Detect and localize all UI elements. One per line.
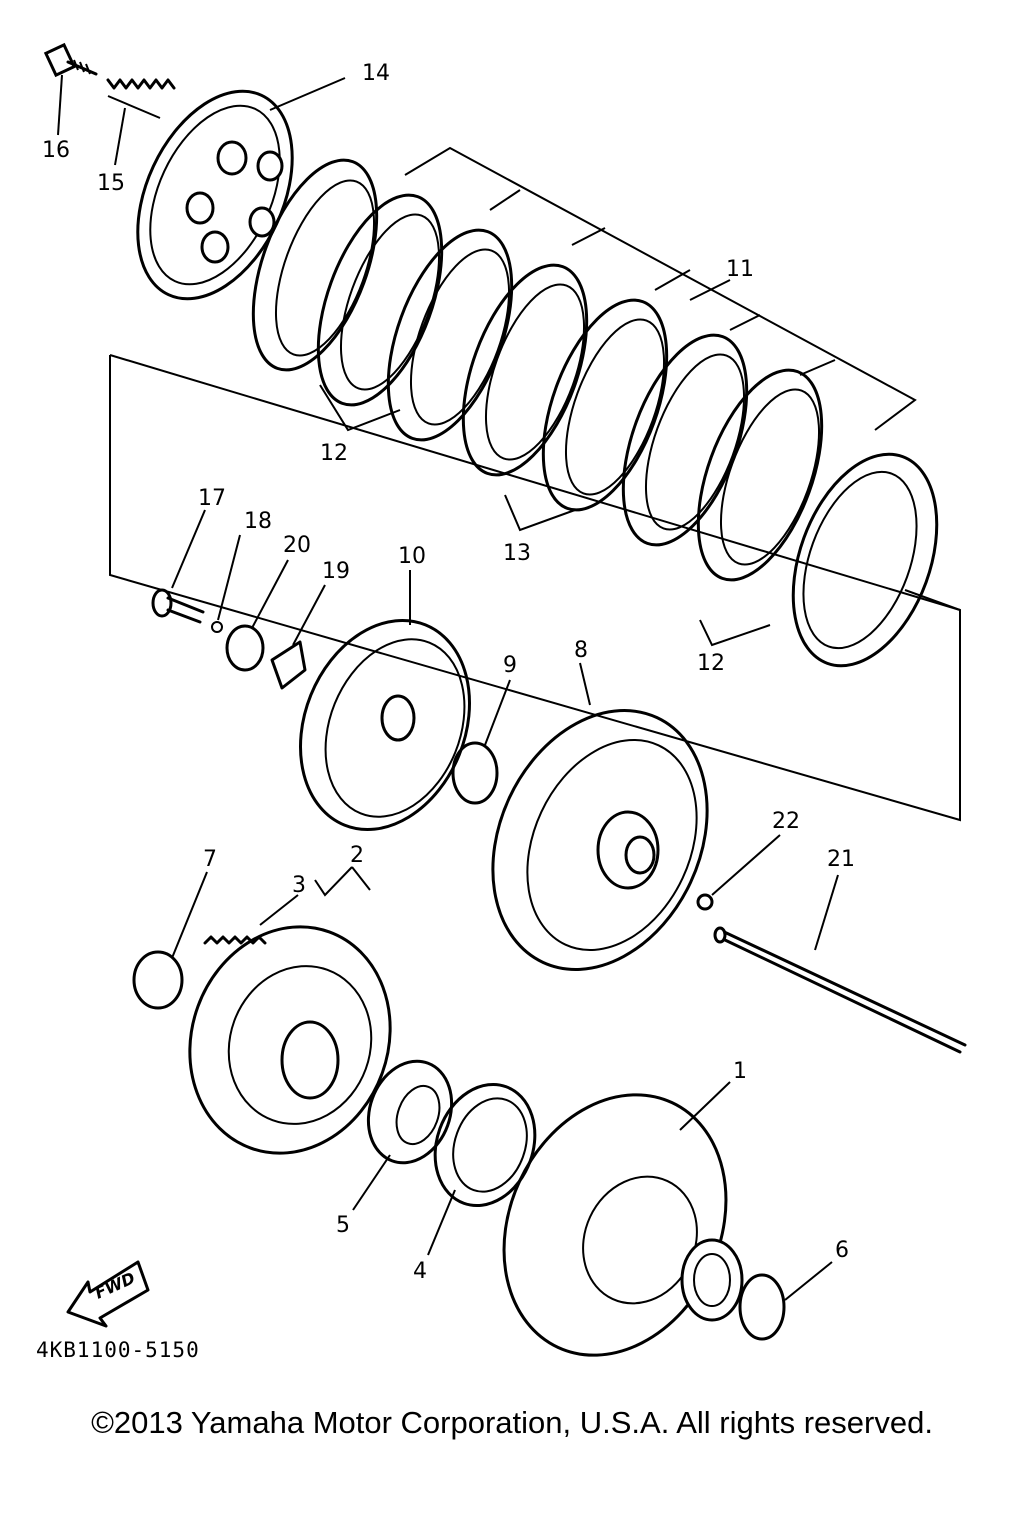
callout-7: 7 (203, 847, 217, 872)
bolt (43, 42, 98, 78)
callout-14: 14 (362, 61, 390, 86)
plate-stack (251, 158, 939, 668)
o-ring (738, 1273, 786, 1341)
callout-17: 17 (198, 486, 226, 511)
ball (696, 893, 714, 911)
callout-6: 6 (835, 1238, 849, 1263)
callout-10: 10 (398, 544, 426, 569)
nut (225, 624, 265, 672)
primary-driven-gear (299, 618, 471, 832)
circlip (211, 621, 223, 633)
callout-12-lower: 12 (697, 651, 725, 676)
callout-3: 3 (292, 873, 306, 898)
callout-4: 4 (413, 1259, 427, 1284)
part-code: 4KB1100-5150 (36, 1338, 200, 1362)
push-rod-end (151, 588, 205, 624)
callout-19: 19 (322, 559, 350, 584)
callout-12-upper: 12 (320, 441, 348, 466)
callout-13: 13 (503, 541, 531, 566)
callout-1: 1 (733, 1059, 747, 1084)
callout-8: 8 (574, 638, 588, 663)
callout-9: 9 (503, 653, 517, 678)
callout-2: 2 (350, 843, 364, 868)
callout-labels: 1 2 3 4 5 6 7 8 9 10 11 12 12 13 14 15 1… (42, 61, 855, 1284)
fwd-arrow-icon (66, 1260, 150, 1328)
push-rod (713, 926, 967, 1054)
callout-20: 20 (283, 533, 311, 558)
centrifugal-clutch-assembly (188, 925, 392, 1155)
copyright-notice: ©2013 Yamaha Motor Corporation, U.S.A. A… (91, 1405, 933, 1440)
leader-lines (57, 74, 839, 1301)
callout-11: 11 (726, 257, 754, 282)
pressure-plate (136, 89, 294, 301)
lock-washer (451, 741, 499, 805)
clutch-nut (132, 950, 184, 1010)
clutch-spring (106, 78, 176, 119)
callout-15: 15 (97, 171, 125, 196)
callout-5: 5 (336, 1213, 350, 1238)
callout-22: 22 (772, 809, 800, 834)
callout-21: 21 (827, 847, 855, 872)
lock-tab-washer (270, 640, 307, 690)
bearing (366, 1059, 454, 1165)
clutch-housing (491, 709, 709, 971)
clutch-carrier (502, 1093, 744, 1357)
callout-16: 16 (42, 138, 70, 163)
clutch-shoe-spring (203, 935, 267, 945)
callout-18: 18 (244, 509, 272, 534)
